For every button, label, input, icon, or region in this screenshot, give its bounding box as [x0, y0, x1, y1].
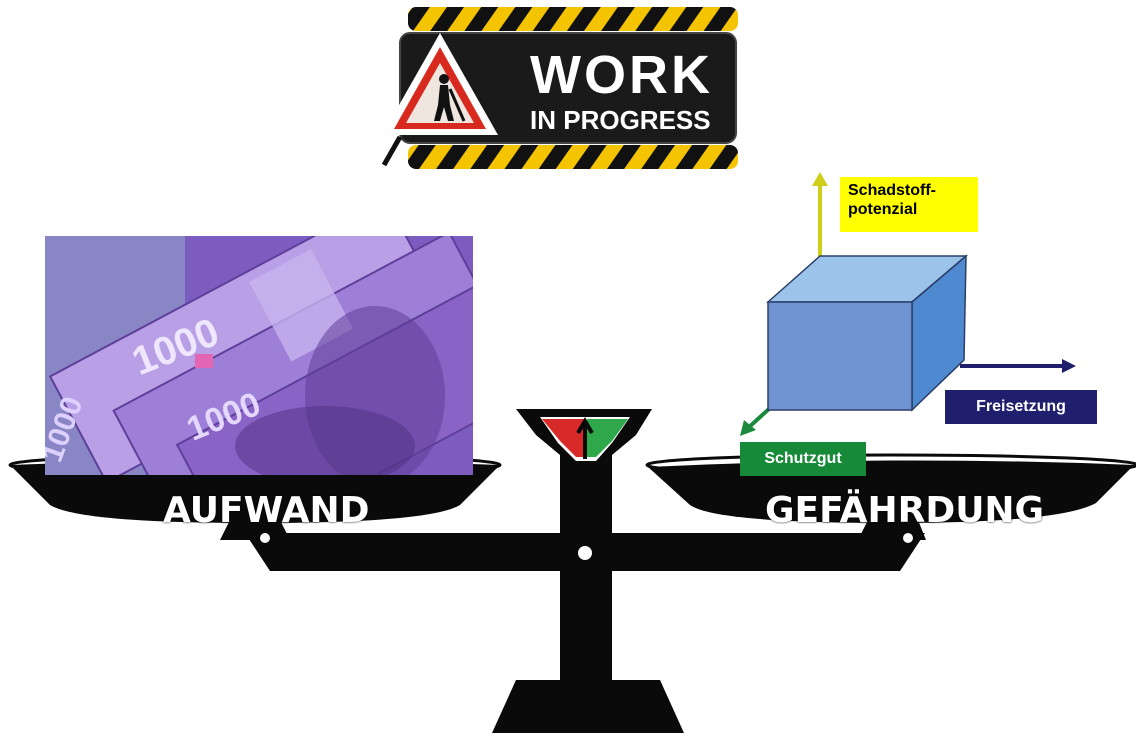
- scale-base: [492, 680, 684, 733]
- label-aufwand: AUFWAND: [163, 490, 370, 531]
- indicator-green: [587, 419, 628, 457]
- beam-pivot: [578, 546, 592, 560]
- label-freisetzung-text: Freisetzung: [976, 398, 1066, 415]
- hazard-stripe-top: [408, 7, 738, 31]
- axis-schutzgut-arrowhead-icon: [740, 420, 756, 436]
- sign-line2: IN PROGRESS: [530, 105, 711, 135]
- label-schutzgut: Schutzgut: [740, 442, 866, 476]
- work-in-progress-graphic: WORK IN PROGRESS: [381, 7, 738, 169]
- indicator-red: [542, 419, 585, 457]
- label-schadstoffpotenzial: Schadstoff- potenzial: [840, 177, 978, 232]
- hazard-stripe-bottom: [408, 145, 738, 169]
- label-schutzgut-text: Schutzgut: [764, 450, 842, 467]
- label-schadstoffpotenzial-line2: potenzial: [848, 201, 918, 218]
- label-gefaehrdung: GEFÄHRDUNG: [765, 490, 1045, 531]
- cube-front-face: [767, 301, 913, 411]
- indicator-arrow-icon: [576, 417, 594, 459]
- scale-column: [560, 455, 612, 695]
- risk-cube-diagram: [730, 170, 1130, 480]
- balance-scale: [0, 395, 1136, 733]
- work-in-progress-sign: WORK IN PROGRESS: [380, 5, 740, 175]
- risk-cube-graphic: [740, 172, 1076, 436]
- axis-freisetzung-arrowhead-icon: [1062, 359, 1076, 373]
- sign-line1: WORK: [530, 45, 713, 105]
- axis-schutzgut: [746, 406, 772, 430]
- warning-triangle-icon: [381, 33, 498, 167]
- label-freisetzung: Freisetzung: [945, 390, 1097, 424]
- axis-schadstoffpotenzial-arrowhead-icon: [812, 172, 828, 186]
- label-schadstoffpotenzial-line1: Schadstoff-: [848, 182, 936, 199]
- balance-scale-graphic: [8, 409, 1136, 733]
- banknotes-image: 1000 1000 1000: [45, 236, 473, 475]
- banknotes-graphic: 1000 1000 1000: [45, 236, 473, 475]
